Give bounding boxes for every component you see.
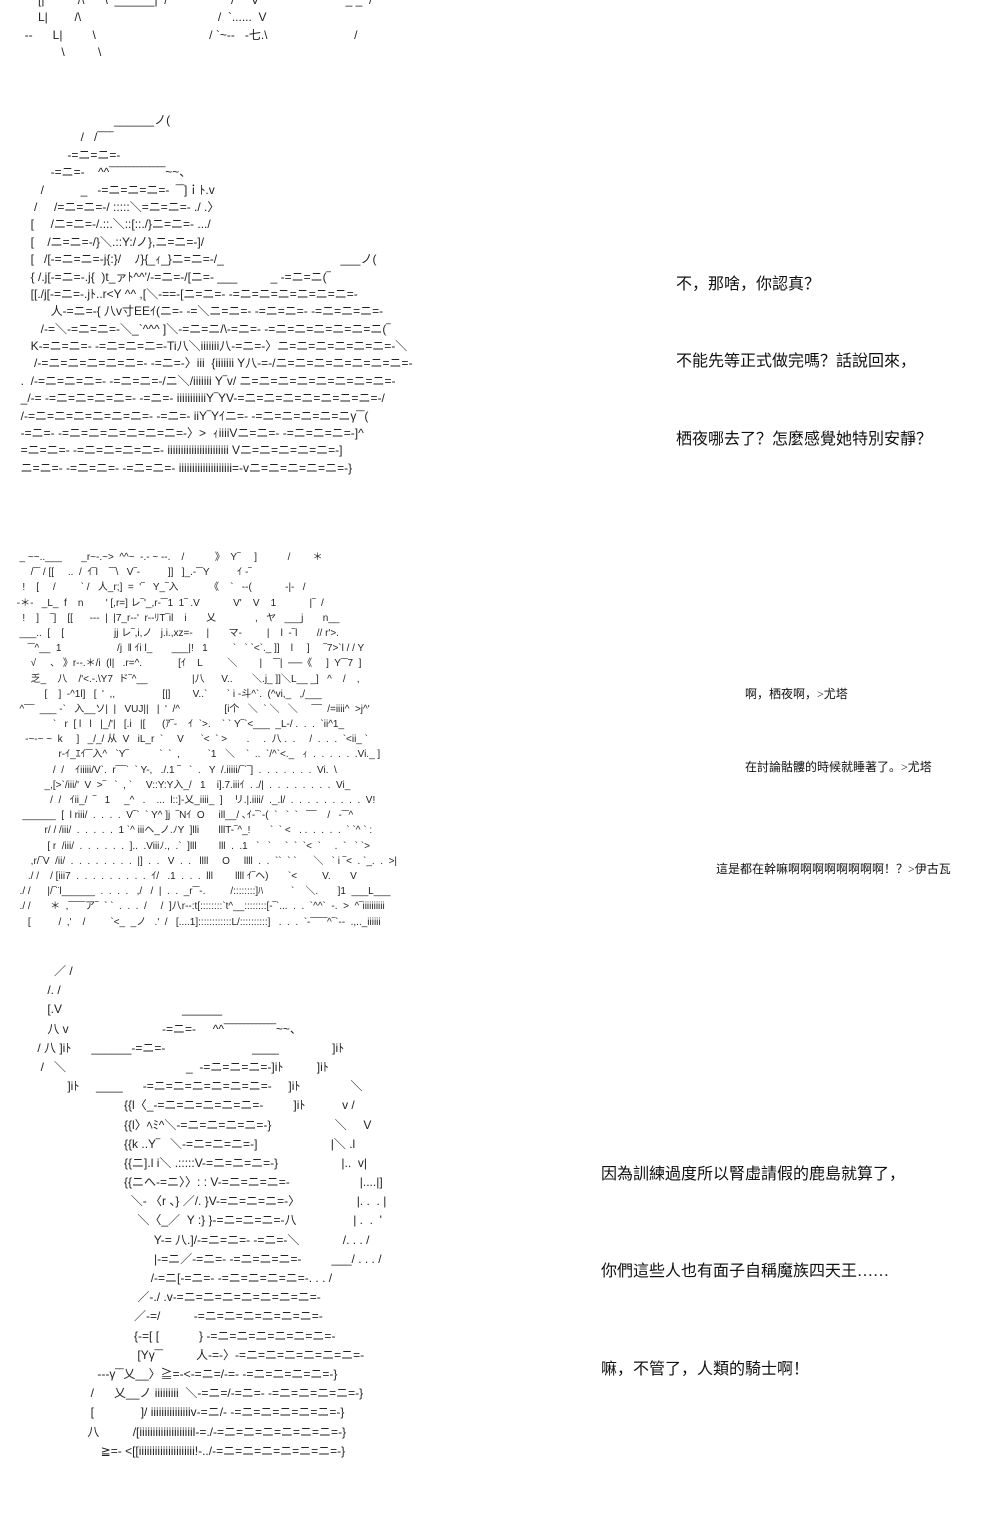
ascii-art-line: ／-=/ -=ニ=ニ=ニ=ニ=ニ=ニ=- [14,1309,323,1324]
ascii-art-line: K-=ニ=ニ=- -=ニ=ニ=ニ=-Ti八＼iiiiiii八-=ニ=-〉ニ=ニ=… [14,339,408,354]
ascii-art-line: _/-= -=ニ=ニ=ニ=ニ=- -=ニ=- iiiiiiiiiiiY‾YV-=… [14,391,385,406]
ascii-art-line: -=ニ=ニ=- [14,147,121,162]
ascii-art-line: -＊- _L_ f n ' [,r=] レ‾'_,r-‾‾1 1‾ .V V' … [14,597,324,609]
ascii-art-line: r-ｲ_ｴｲ‾‾入^ `Y‾ ` ` , `1 ＼ ` .. `/^`<._ ｨ… [14,749,381,761]
ascii-art-line: / / ｲii_/ ‾ 1 _^ . ... l::]-乂_iiii_ ] リ.… [14,795,376,806]
ascii-art-line: 八 v -=ニ=- ^^‾‾‾‾‾‾‾‾‾‾‾‾‾~~、 [14,1021,302,1036]
ascii-art-line: ./ / |/‾¨l______ . . . . ,/ / | . . _r‾‾… [14,886,391,898]
ascii-art-line: ^‾‾‾ ___ -` 入__ソ| | VUJ|| | ' /^ [i个 ＼ `… [14,703,370,715]
ascii-art-line: . /-=ニ=ニ=ニ=- -=ニ=ニ=-/ニ＼/iiiiiii Y‾v/ ニ=ニ… [14,373,396,388]
dialogue-line: 這是都在幹嘛啊啊啊啊啊啊啊啊！？>伊古瓦 [716,862,951,876]
ascii-art-line: / _ -=ニ=ニ=ニ=- ‾‾]ｉﾄ.v [14,182,215,197]
ascii-art-line: ______ [ l riii/ . . . . V‾` ` Y^ ]j ‾Nｲ… [14,810,354,822]
ascii-art-line: 八 /[iiiiiiiiiiiiiiiiiiiil-=./-=ニ=ニ=ニ=ニ=ニ… [14,1424,347,1439]
ascii-art-line: ]iﾄ ____ -=ニ=ニ=ニ=ニ=ニ=ニ=- ]iﾄ ＼ [14,1079,363,1094]
ascii-art-line: ニ=ニ=- -=ニ=ニ=- -=ニ=ニ=- iiiiiiiiiiiiiiiiii… [14,460,353,475]
ascii-art-line: /-=＼-=ニ=ニ=-＼_`^^^ ]＼-=ニ=ニ/\-=ニ=- -=ニ=ニ=ニ… [14,321,391,336]
ascii-art-line: ,r/‾V /ii/ . . . . . . . . |] . . V . . … [14,855,398,867]
ascii-art-line: / / ｲiiiii/V`. r‾‾‾` ` Y-, ./.1 ‾ ` . Y … [14,764,337,776]
ascii-art-line: ‾‾^__ 1 /j ‖ ｲi l_ ___|! 1 ` ` `<`._ ]] … [14,643,365,655]
dialogue-line: 嘛，不管了，人類的騎士啊！ [601,1361,810,1378]
ascii-art-line: _,[>`/iii/' V >‾ ` , ` V::Y:Y入_/ 1 i].7.… [14,779,351,791]
ascii-art-line: / /=ニ=ニ=-/ :::::＼=ニ=ニ=- ./ .〉 [14,199,220,214]
ascii-art-line: ＼〈_／ Y :} }-=ニ=ニ=ニ=-八 | . . ' [14,1213,382,1228]
ascii-art-line: /-=ニ=ニ=ニ=ニ=ニ=ニ=- -=ニ=- iiY‾Yｲニ=- -=ニ=ニ=ニ… [14,408,369,423]
dialogue-line: 不，那啥，你認真？ [676,276,821,293]
ascii-art-line: -~-~ ~ k ] _/_/ 从 V iL_r ` V `< ` > . . … [14,734,368,746]
ascii-art-line: ` r [ l l |_/'| [.i |[ (ｱ‾- ｲ `>. ` ` Y‾… [14,719,345,731]
dialogue-line: 啊，栖夜啊，>尤塔 [745,687,848,701]
ascii-art-line: |-=ニ／-=ニ=- -=ニ=ニ=ニ=- ___/ . . . / [14,1251,382,1266]
ascii-art-line: / 八 ]iﾄ ______-=ニ=- ____ ]iﾄ [14,1040,345,1055]
ascii-art-line: [[./j[-=ニ=-.jﾄ..r<Y ^^ ,[＼-==-[ニ=ニ=- -=ニ… [14,286,358,301]
ascii-art-line: √ 、 》r--.＊/i (l| .r=^. [ｲ L ＼ | ‾‾| ──《 … [14,658,362,670]
ascii-art-line: ---γ‾‾乂__〉≧=-<-=ニ=/-=- -=ニ=ニ=ニ=ニ=-} [14,1366,338,1381]
ascii-art-line: [Yγ‾‾ 人-=-〉-=ニ=ニ=ニ=ニ=ニ=ニ=- [14,1347,365,1362]
dialogue-line: 你們這些人也有面子自稱魔族四天王…… [601,1263,890,1280]
ascii-art-line: [ / ,' / `<_ _ノ .' / [....1]::::::::::::… [14,916,381,928]
ascii-art-line: [| /\ \ ______| / / V _ _ / [18,0,373,7]
ascii-art-line: r/ / /iii/ . . . . . 1 `^ iiiヘ_ノ.ﾉY ]lli… [14,825,373,837]
ascii-art-line: ___.. [ [ jj レ‾,i,ノ j.i.,xz=- | マ- | l -… [14,627,339,639]
panel-1-art: ______ノ( / /‾‾‾‾ -=ニ=ニ=- -=ニ=- ^^‾‾‾‾‾‾‾… [14,112,413,477]
ascii-art-line: -=ニ=- ^^‾‾‾‾‾‾‾‾‾‾‾‾‾‾~~、 [14,165,192,180]
ascii-art-line: [ /ニ=ニ=-/}＼.::Y:/ノ},ニ=ニ=-]/ [14,234,205,249]
ascii-art-line: 乏_ 八 /'<.-.\Y7 ド‾^__ |八 V.. ＼.j_ ]]＼L__ … [14,673,360,685]
ascii-art-line: \ \ [18,45,102,60]
ascii-art-line: -- L| \ / `~-- -七.\ / [18,27,358,42]
ascii-art-line: [ r /iii/ . . . . . . ].. .Viiiﾉ., .` ]l… [14,840,370,852]
ascii-art-line: ／ / [14,964,73,978]
ascii-art-line: [ ]/ iiiiiiiiiiiiiiiv-=ニ/- -=ニ=ニ=ニ=ニ=ニ=-… [14,1405,345,1420]
ascii-art-line: [ /[-=ニ=ニ=-j{:}/ ﾉ}{_ｨ_}ニ=ニ=-/_ ___ノ( [14,252,377,267]
ascii-art-line: { /.j[-=ニ=-.j{ )t_ァﾄ^^'/-=ニ=-/[ニ=- ___ _… [14,269,331,284]
panel-2-art: _ ~~..___ _r~-.~> ^^~ -.- ~ --. / 》 Y‾ ]… [14,550,397,930]
ascii-art-line: / /‾‾‾‾ [14,130,114,145]
panel-3-art: ／ / /. / [.V ______ 八 v -=ニ=- ^^‾‾‾‾‾‾‾‾… [14,962,386,1461]
ascii-art-line: ./ / ＊ ,‾‾‾‾‾ア‾ ` ` . . . / / ]八r--:t[::… [14,901,385,913]
ascii-art-line: [ /ニ=ニ=-/.::.＼::[::./}ニ=ニ=- .../ [14,217,211,232]
ascii-art-line: {{ニ].l i＼ .:::::V-=ニ=ニ=ニ=-} |.. v| [14,1155,367,1170]
dialogue-line: 在討論骷髏的時候就睡著了。>尤塔 [745,760,932,774]
dialogue-line: 因為訓練過度所以腎虛請假的鹿島就算了， [601,1166,906,1183]
ascii-art-line: {{l〈_-=ニ=ニ=ニ=ニ=ニ=- ]iﾄ v / [14,1098,355,1113]
ascii-art-line: Y-= 八.]/-=ニ=ニ=- -=ニ=-＼ /. . . / [14,1232,370,1247]
ascii-art-line: {{k ..Y‾ ＼-=ニ=ニ=ニ=-] |＼ .l [14,1136,356,1151]
dialogue-line: 栖夜哪去了？怎麼感覺她特別安靜？ [676,431,933,448]
ascii-art-line: 人-=ニ=-{ 八v寸EEｲ(ニ=- -=＼ニ=ニ=- -=ニ=ニ=- -=ニ=… [14,304,384,319]
ascii-art-line: / ＼ _ -=ニ=ニ=ニ=-]iﾄ ]iﾄ [14,1059,329,1074]
ascii-art-line: /. / [14,983,61,998]
ascii-art-line: /-=ニ=ニ=ニ=ニ=ニ=- -=ニ=-〉iii {iiiiiii Y八-=-/… [14,356,413,371]
ascii-art-line: /‾‾ / [[ .. / ｲ‾l ‾‾\ V‾- ]] ]_.-‾‾Y ｲ -… [14,567,252,579]
ascii-art-line: {-=[ [ } -=ニ=ニ=ニ=ニ=ニ=ニ=- [14,1328,336,1343]
ascii-art-line: _ ~~..___ _r~-.~> ^^~ -.- ~ --. / 》 Y‾ ]… [14,552,323,563]
ascii-art-line: / 乂__ノ iiiiiiiii ＼-=ニ=/-=ニ=- -=ニ=ニ=ニ=ニ=-… [14,1386,364,1401]
ascii-art-line: =ニ=ニ=- -=ニ=ニ=ニ=ニ=- iiiiiiiiiiiiiiiiiiiii… [14,443,343,458]
ascii-art-line: ______ノ( [14,113,171,127]
ascii-art-line: ／-./ .v-=ニ=ニ=ニ=ニ=ニ=ニ=ニ=- [14,1290,321,1305]
ascii-art-line: /-=ニ[-=ニ=- -=ニ=ニ=ニ=ニ=-. . . / [14,1271,333,1285]
dialogue-line: 不能先等正式做完嗎？話說回來， [676,353,917,370]
ascii-art-line: -=ニ=- -=ニ=ニ=ニ=ニ=ニ=ニ=-〉> ｨiiiiVニ=ニ=- -=ニ=… [14,426,364,441]
ascii-art-line: [.V ______ [14,1002,223,1017]
ascii-art-line: L| /\ / `...... V [18,10,267,25]
ascii-art-line: ≧=- <[[iiiiiiiiiiiiiiiiiiiii!-../-=ニ=ニ=ニ… [14,1443,346,1458]
ascii-art-line: ＼- 〈r 、} ／/. }V-=ニ=ニ=ニ=-〉 |. . . | [14,1194,387,1209]
ascii-art-line: [ ] -^1l] [ ' ,, [|] V..` ` i -斗^`. (^vi… [14,688,322,700]
panel-top-art: [| /\ \ ______| / / V _ _ / L| /\ / `...… [18,0,373,62]
ascii-art-line: {{l〉ﾍﾐ^＼-=ニ=ニ=ニ=ニ=-} ＼ V [14,1117,372,1132]
ascii-art-line: ./ / / [iii7 . . . . . . . . . ｲ/ .1 . .… [14,870,357,882]
ascii-art-line: ! [ / ` / 人_r;] = '‾ Y_‾入 《 ` --( -|- / [14,582,306,594]
ascii-art-line: {{ニへ-=ニ〉〉: : V-=ニ=ニ=ニ=- |....|] [14,1175,383,1190]
ascii-art-line: ! ] ‾] [[ --- | |7_r--' r--ﾘT‾il i 乂 , ヤ… [14,612,340,624]
